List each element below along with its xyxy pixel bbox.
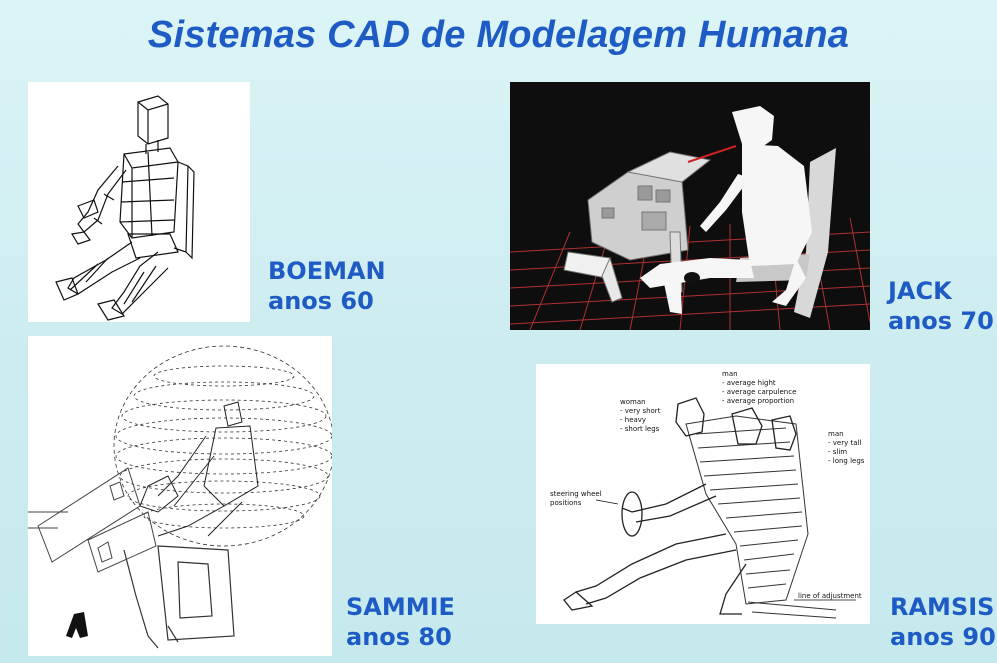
ramsis-annotation-left-1: - very short: [620, 407, 661, 415]
ramsis-annotation-right-2: - slim: [828, 448, 847, 456]
sammie-envelope: [28, 345, 332, 649]
ramsis-annotation-left-2: - heavy: [620, 416, 646, 424]
ramsis-era: anos 90: [890, 623, 996, 651]
sammie-image: [28, 336, 332, 656]
ramsis-annotation-left-3: - short legs: [620, 425, 660, 433]
ramsis-image: man - average hight - average carpulence…: [536, 364, 870, 624]
sammie-era: anos 80: [346, 623, 452, 651]
sammie-name: SAMMIE: [346, 593, 455, 621]
ramsis-annotation-left-0: woman: [620, 398, 646, 406]
jack-label: JACK anos 70: [888, 276, 994, 336]
boeman-image: [28, 82, 250, 322]
ramsis-annotation-right-3: - long legs: [828, 457, 865, 465]
boeman-wireframe: [55, 95, 195, 321]
jack-era: anos 70: [888, 307, 994, 335]
ramsis-driver: man - average hight - average carpulence…: [550, 370, 865, 619]
ramsis-annotation-seat: line of adjustment: [798, 592, 862, 600]
ramsis-annotation-steering-1: positions: [550, 499, 582, 507]
slide-title: Sistemas CAD de Modelagem Humana: [147, 14, 850, 56]
boeman-label: BOEMAN anos 60: [268, 256, 386, 316]
ramsis-annotation-center-2: - average carpulence: [722, 388, 796, 396]
ramsis-annotation-right-0: man: [828, 430, 844, 438]
ramsis-label: RAMSIS anos 90: [890, 592, 996, 652]
ramsis-annotation-right-1: - very tall: [828, 439, 861, 447]
boeman-name: BOEMAN: [268, 257, 386, 285]
ramsis-annotation-center-3: - average proportion: [722, 397, 794, 405]
ramsis-annotation-center-0: man: [722, 370, 738, 378]
ramsis-name: RAMSIS: [890, 593, 995, 621]
jack-image: [510, 82, 870, 330]
jack-name: JACK: [888, 277, 952, 305]
ramsis-annotation-center-1: - average hight: [722, 379, 776, 387]
sammie-label: SAMMIE anos 80: [346, 592, 455, 652]
ramsis-annotation-steering-0: steering wheel: [550, 490, 602, 498]
jack-scene: [510, 82, 870, 330]
boeman-era: anos 60: [268, 287, 374, 315]
